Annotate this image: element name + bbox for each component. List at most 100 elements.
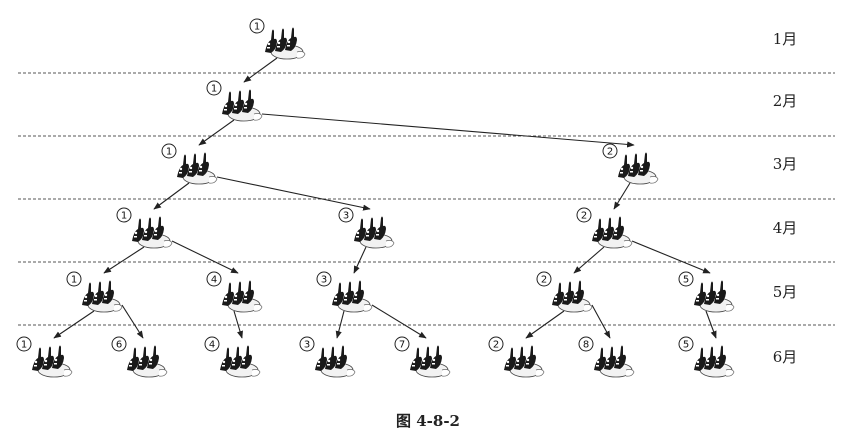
rabbit-pairs: 1 1 1 2 1 3 2 1 4 3 2 5 1 6 4 3 7 2 8 5 bbox=[16, 18, 735, 378]
pair-number-badge: 2 bbox=[602, 143, 618, 159]
pair-number: 4 bbox=[211, 275, 217, 286]
rabbit-pair-icon bbox=[176, 152, 218, 185]
rabbit-pair-r8: 1 bbox=[66, 271, 123, 313]
rabbit-pair-r1: 1 bbox=[249, 18, 306, 60]
rabbit-pair-icon bbox=[131, 216, 173, 249]
rabbit-pair-r14: 6 bbox=[111, 336, 168, 378]
rabbit-pair-icon bbox=[81, 280, 123, 313]
pair-number-badge: 5 bbox=[678, 336, 694, 352]
arrow-r4-to-r7 bbox=[613, 182, 631, 210]
rabbit-pair-icon bbox=[264, 27, 306, 60]
pair-number-badge: 7 bbox=[394, 336, 410, 352]
rabbit-pair-r18: 2 bbox=[488, 336, 545, 378]
arrow-r7-to-r12 bbox=[631, 240, 711, 274]
rabbit-pair-icon bbox=[409, 345, 451, 378]
pair-number-badge: 2 bbox=[536, 271, 552, 287]
rabbit-pair-r9: 4 bbox=[206, 271, 263, 313]
pair-number-badge: 2 bbox=[488, 336, 504, 352]
pair-number: 1 bbox=[71, 275, 77, 286]
arrow-r1-to-r2 bbox=[243, 57, 278, 83]
arrow-r2-to-r4 bbox=[261, 113, 635, 148]
pair-number: 2 bbox=[541, 275, 547, 286]
rabbit-pair-r17: 7 bbox=[394, 336, 451, 378]
rabbit-pair-icon bbox=[591, 216, 633, 249]
month-label-4: 4月 bbox=[773, 219, 798, 237]
rabbit-pair-r7: 2 bbox=[576, 207, 633, 249]
pair-number-badge: 3 bbox=[338, 207, 354, 223]
arrow-r3-to-r5 bbox=[153, 182, 190, 210]
arrow-r7-to-r11 bbox=[573, 246, 605, 274]
month-label-5: 5月 bbox=[773, 283, 798, 301]
pair-number-badge: 1 bbox=[249, 18, 265, 34]
pair-number-badge: 3 bbox=[299, 336, 315, 352]
pair-number-badge: 2 bbox=[576, 207, 592, 223]
pair-number-badge: 4 bbox=[204, 336, 220, 352]
rabbit-pair-icon bbox=[503, 345, 545, 378]
pair-number: 5 bbox=[683, 275, 689, 286]
arrow-r10-to-r16 bbox=[335, 310, 345, 339]
pair-number: 2 bbox=[493, 340, 499, 351]
month-label-3: 3月 bbox=[773, 155, 798, 173]
rabbit-pair-icon bbox=[593, 345, 635, 378]
arrow-r5-to-r8 bbox=[103, 246, 145, 274]
arrow-r9-to-r15 bbox=[233, 310, 243, 339]
arrow-r5-to-r9 bbox=[171, 240, 239, 274]
pair-number: 1 bbox=[254, 22, 260, 33]
rabbit-pair-r13: 1 bbox=[16, 336, 73, 378]
arrow-r6-to-r10 bbox=[353, 246, 367, 274]
rabbit-pair-r20: 5 bbox=[678, 336, 735, 378]
pair-number-badge: 5 bbox=[678, 271, 694, 287]
rabbit-pair-icon bbox=[617, 152, 659, 185]
pair-number-badge: 1 bbox=[66, 271, 82, 287]
arrow-r11-to-r18 bbox=[525, 310, 565, 339]
rabbit-pair-icon bbox=[221, 89, 263, 122]
rabbit-pair-icon bbox=[353, 216, 395, 249]
pair-number-badge: 6 bbox=[111, 336, 127, 352]
pair-number: 6 bbox=[116, 340, 122, 351]
arrow-r12-to-r20 bbox=[705, 310, 717, 339]
pair-number: 1 bbox=[21, 340, 27, 351]
pair-number-badge: 1 bbox=[16, 336, 32, 352]
rabbit-pair-r11: 2 bbox=[536, 271, 593, 313]
figure-caption: 图 4-8-2 bbox=[396, 412, 460, 430]
parent-child-arrows bbox=[53, 57, 717, 339]
pair-number-badge: 3 bbox=[316, 271, 332, 287]
arrow-r11-to-r19 bbox=[591, 304, 611, 339]
rabbit-pair-r19: 8 bbox=[578, 336, 635, 378]
pair-number: 5 bbox=[683, 340, 689, 351]
rabbit-pair-icon bbox=[693, 345, 735, 378]
month-labels: 1月 2月 3月 4月 5月 6月 bbox=[773, 30, 798, 366]
rabbit-pair-icon bbox=[221, 280, 263, 313]
pair-number: 3 bbox=[304, 340, 310, 351]
arrow-r8-to-r13 bbox=[53, 310, 95, 339]
rabbit-pair-r2: 1 bbox=[206, 80, 263, 122]
rabbit-pair-icon bbox=[331, 280, 373, 313]
arrow-r3-to-r6 bbox=[216, 176, 371, 211]
rabbit-pair-icon bbox=[693, 280, 735, 313]
rabbit-pair-icon bbox=[219, 345, 261, 378]
rabbit-pair-r10: 3 bbox=[316, 271, 373, 313]
pair-number: 1 bbox=[211, 84, 217, 95]
month-separator-lines bbox=[18, 72, 835, 326]
month-label-2: 2月 bbox=[773, 92, 798, 110]
rabbit-pair-r12: 5 bbox=[678, 271, 735, 313]
pair-number: 8 bbox=[583, 340, 589, 351]
pair-number: 2 bbox=[607, 147, 613, 158]
rabbit-pair-icon bbox=[126, 345, 168, 378]
pair-number: 2 bbox=[581, 211, 587, 222]
rabbit-pair-icon bbox=[31, 345, 73, 378]
pair-number: 3 bbox=[321, 275, 327, 286]
month-label-1: 1月 bbox=[773, 30, 798, 48]
arrow-r8-to-r14 bbox=[121, 304, 144, 339]
pair-number-badge: 8 bbox=[578, 336, 594, 352]
pair-number: 1 bbox=[121, 211, 127, 222]
pair-number: 3 bbox=[343, 211, 349, 222]
rabbit-pair-r3: 1 bbox=[161, 143, 218, 185]
rabbit-pair-icon bbox=[551, 280, 593, 313]
arrow-r2-to-r3 bbox=[198, 119, 235, 146]
pair-number-badge: 1 bbox=[206, 80, 222, 96]
rabbit-pair-r5: 1 bbox=[116, 207, 173, 249]
month-label-6: 6月 bbox=[773, 348, 798, 366]
rabbit-pair-r15: 4 bbox=[204, 336, 261, 378]
